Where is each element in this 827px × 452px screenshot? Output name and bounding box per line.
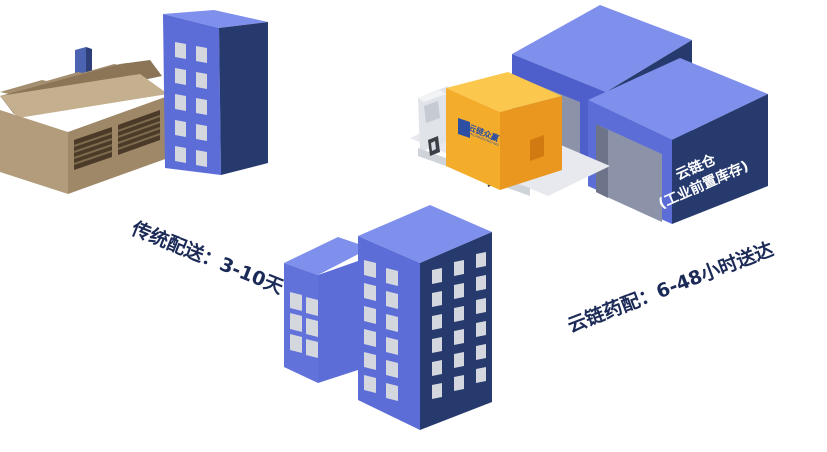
city-window — [290, 313, 302, 332]
city-window — [306, 297, 318, 316]
city-window — [432, 383, 442, 399]
city-window — [386, 360, 398, 378]
city-window — [386, 383, 398, 401]
factory-icon — [0, 47, 168, 194]
city-window — [476, 252, 486, 268]
city-window — [454, 329, 464, 345]
city-window — [306, 318, 318, 337]
office-building-icon — [163, 10, 268, 175]
city-window — [290, 334, 302, 353]
logo-mark-icon — [458, 118, 470, 138]
city-window — [432, 360, 442, 376]
city-window — [386, 291, 398, 309]
office-window — [175, 68, 186, 85]
office-window — [196, 98, 207, 115]
city-buildings-icon — [284, 205, 492, 430]
city-window — [306, 339, 318, 358]
city-window — [454, 283, 464, 299]
city-window — [432, 268, 442, 284]
city-window — [364, 375, 376, 393]
city-window — [364, 329, 376, 347]
city-window — [476, 321, 486, 337]
office-window — [175, 120, 186, 137]
city-window — [432, 291, 442, 307]
city-window — [476, 367, 486, 383]
city-window — [386, 314, 398, 332]
warehouse-icon — [512, 5, 768, 224]
office-window — [175, 146, 186, 163]
city-window — [476, 298, 486, 314]
city-window — [432, 314, 442, 330]
city-window — [364, 306, 376, 324]
city-window — [476, 275, 486, 291]
city-window — [364, 283, 376, 301]
truck-icon — [410, 72, 610, 196]
city-window — [432, 337, 442, 353]
city-window — [454, 306, 464, 322]
office-windows — [175, 42, 207, 167]
city-window — [364, 352, 376, 370]
city-window — [454, 260, 464, 276]
office-window — [175, 94, 186, 111]
office-window — [196, 124, 207, 141]
city-window — [386, 337, 398, 355]
city-window — [386, 268, 398, 286]
city-window — [454, 375, 464, 391]
city-windows — [290, 252, 486, 401]
office-window — [196, 150, 207, 167]
city-window — [364, 260, 376, 278]
city-window — [476, 344, 486, 360]
office-window — [196, 46, 207, 63]
office-window — [196, 72, 207, 89]
office-window — [175, 42, 186, 59]
city-window — [290, 292, 302, 311]
city-window — [454, 352, 464, 368]
